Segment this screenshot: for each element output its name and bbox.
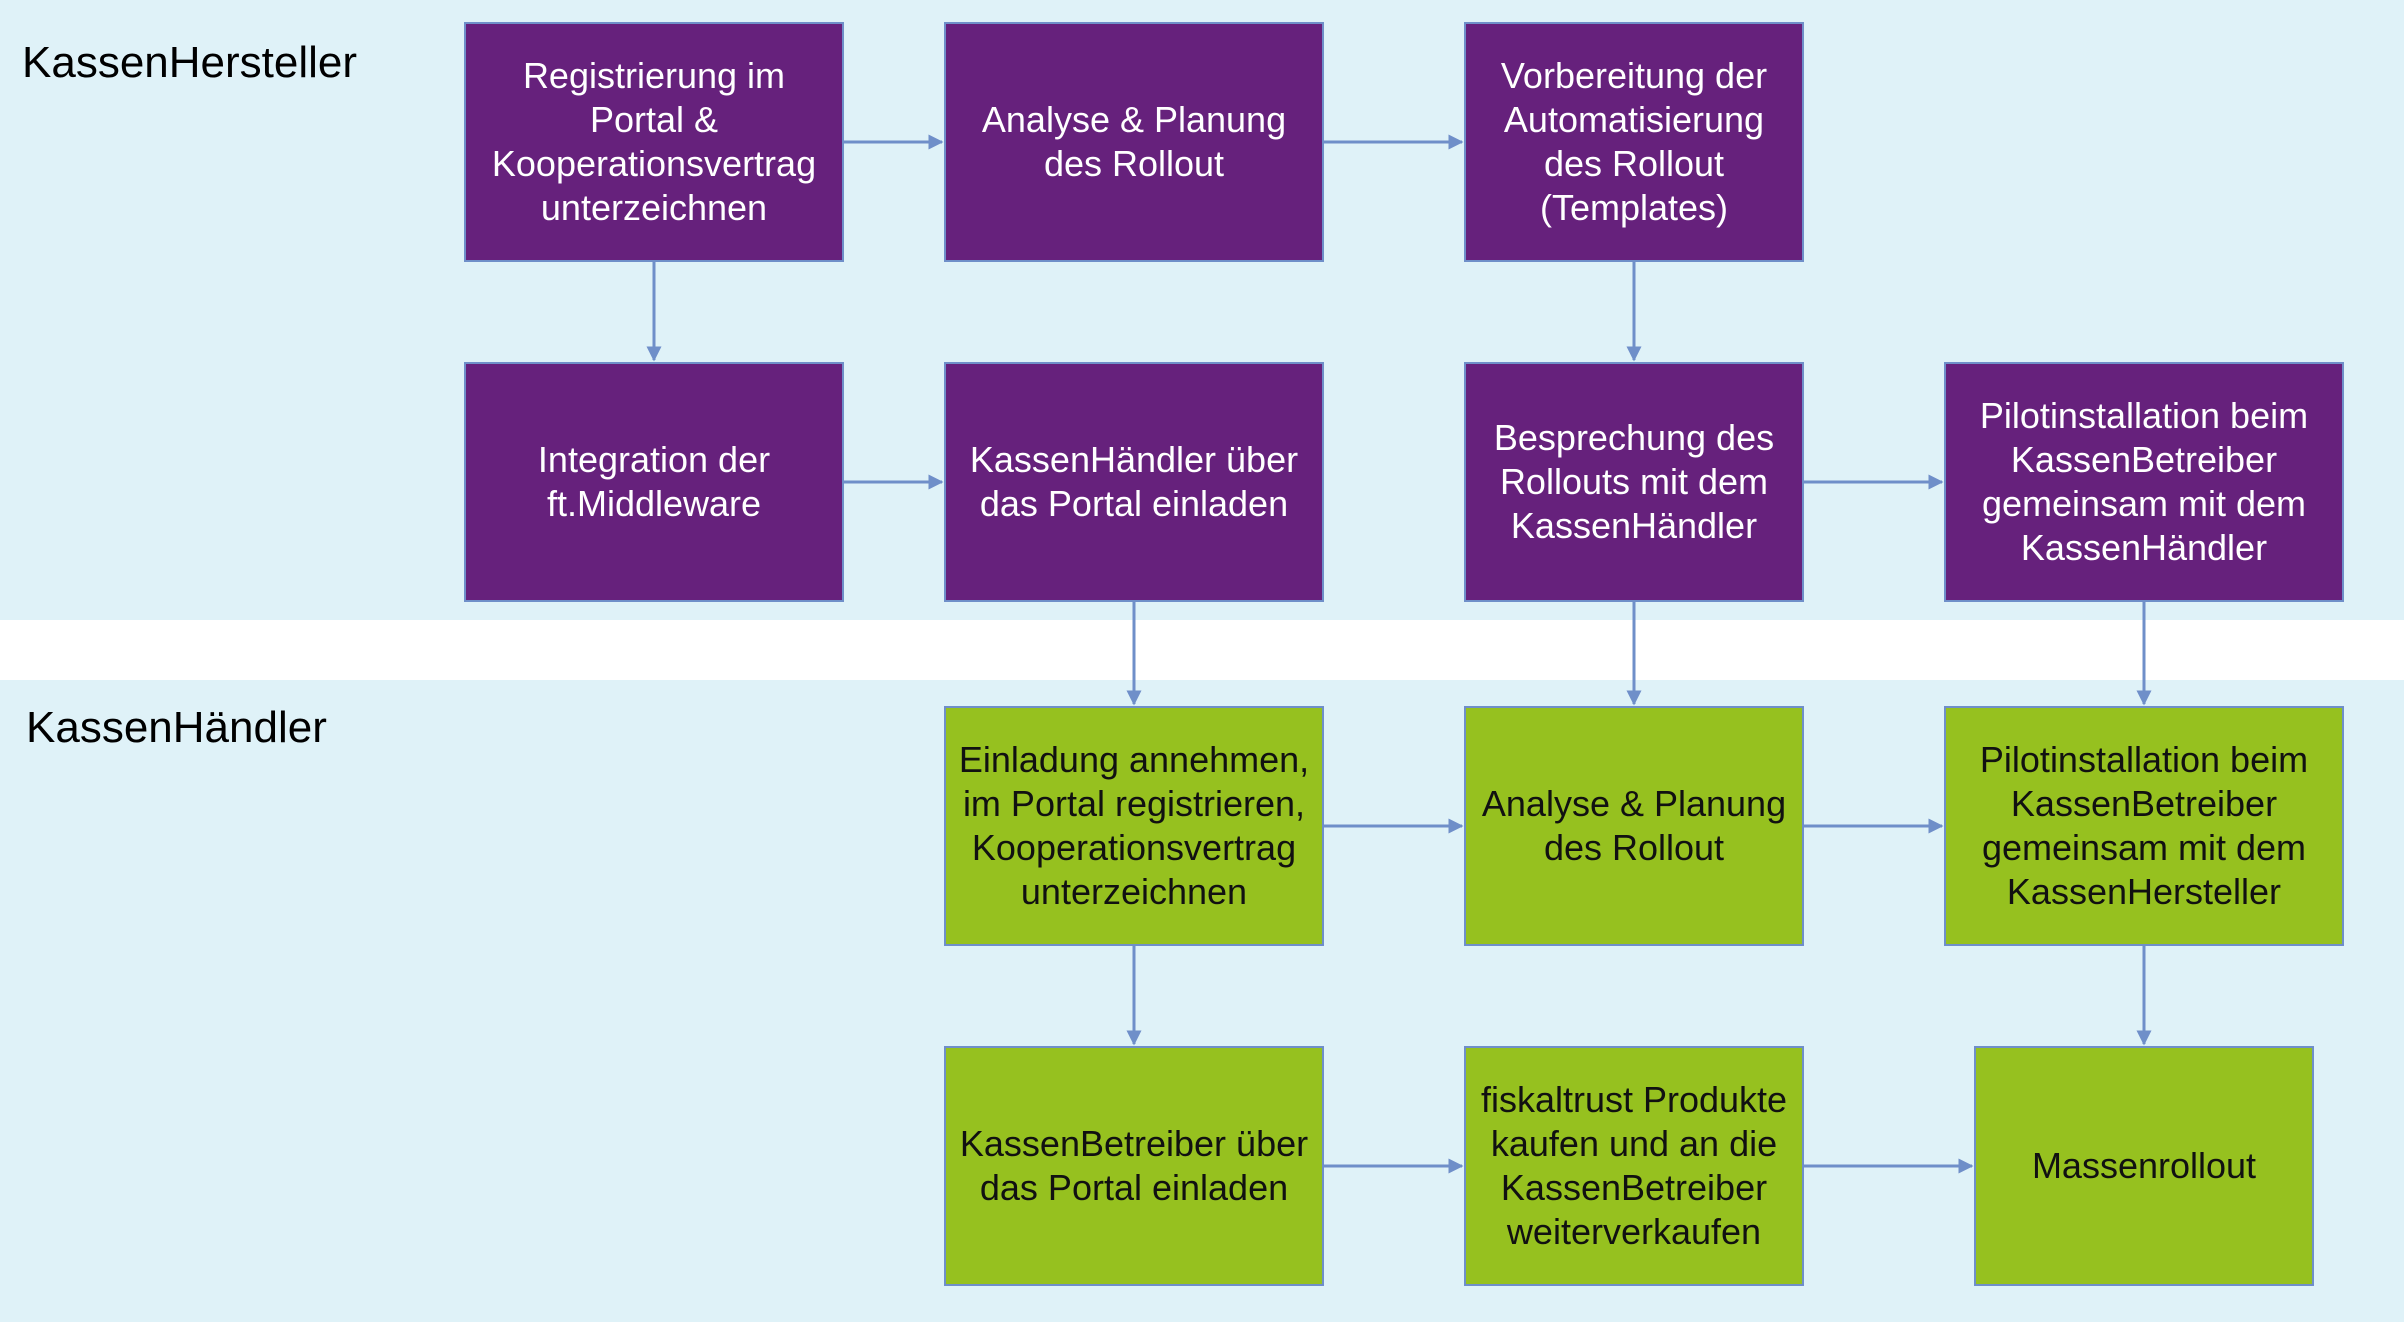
step-registrierung: Registrierung im Portal & Kooperationsve…	[464, 22, 844, 262]
step-integration: Integration der ft.Middleware	[464, 362, 844, 602]
step-haendler-pilot: Pilotinstallation beim KassenBetreiber g…	[1944, 706, 2344, 946]
step-vorbereitung: Vorbereitung der Automatisierung des Rol…	[1464, 22, 1804, 262]
step-betreiber-einladen-label: KassenBetreiber über das Portal einladen	[959, 1123, 1309, 1208]
step-massenrollout: Massenrollout	[1974, 1046, 2314, 1286]
step-hersteller-analyse-label: Analyse & Planung des Rollout	[981, 99, 1287, 184]
step-haendler-einladen-label: KassenHändler über das Portal einladen	[969, 439, 1299, 524]
step-hersteller-pilot-label: Pilotinstallation beim KassenBetreiber g…	[1979, 395, 2309, 568]
step-besprechung-label: Besprechung des Rollouts mit dem KassenH…	[1493, 417, 1775, 546]
step-haendler-einladen: KassenHändler über das Portal einladen	[944, 362, 1324, 602]
step-hersteller-analyse: Analyse & Planung des Rollout	[944, 22, 1324, 262]
step-hersteller-pilot: Pilotinstallation beim KassenBetreiber g…	[1944, 362, 2344, 602]
step-massenrollout-label: Massenrollout	[2031, 1145, 2257, 1186]
step-betreiber-einladen: KassenBetreiber über das Portal einladen	[944, 1046, 1324, 1286]
lane-label-kassenhaendler: KassenHändler	[26, 703, 327, 752]
step-integration-label: Integration der ft.Middleware	[537, 439, 771, 524]
step-haendler-analyse: Analyse & Planung des Rollout	[1464, 706, 1804, 946]
step-vorbereitung-label: Vorbereitung der Automatisierung des Rol…	[1500, 55, 1768, 228]
step-einladung-annehmen-label: Einladung annehmen, im Portal registrier…	[958, 739, 1310, 912]
step-registrierung-label: Registrierung im Portal & Kooperationsve…	[491, 55, 817, 228]
step-besprechung: Besprechung des Rollouts mit dem KassenH…	[1464, 362, 1804, 602]
step-einladung-annehmen: Einladung annehmen, im Portal registrier…	[944, 706, 1324, 946]
step-fiskaltrust-kaufen-label: fiskaltrust Produkte kaufen und an die K…	[1480, 1079, 1788, 1252]
step-haendler-pilot-label: Pilotinstallation beim KassenBetreiber g…	[1979, 739, 2309, 912]
step-fiskaltrust-kaufen: fiskaltrust Produkte kaufen und an die K…	[1464, 1046, 1804, 1286]
lane-label-kassenhersteller: KassenHersteller	[22, 38, 358, 87]
step-haendler-analyse-label: Analyse & Planung des Rollout	[1481, 783, 1787, 868]
